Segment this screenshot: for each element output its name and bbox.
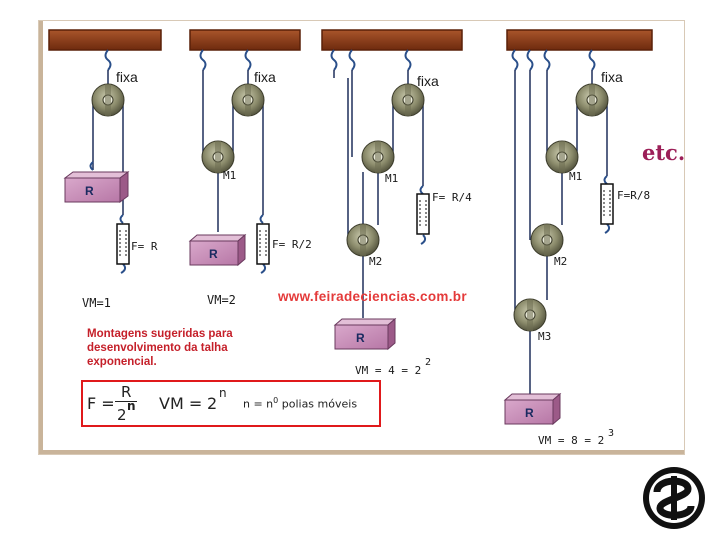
load-4-label: R bbox=[525, 406, 534, 420]
beam-2 bbox=[189, 29, 301, 51]
fixed-label-1: fixa bbox=[116, 69, 138, 85]
dynamometer-2 bbox=[256, 223, 270, 265]
load-1: R bbox=[63, 171, 130, 203]
dynamometer-3 bbox=[416, 193, 430, 235]
fixed-pulley-4 bbox=[575, 83, 609, 117]
n-definition-rest: polias móveis bbox=[278, 397, 358, 411]
formula-denominator-exp: n bbox=[127, 399, 136, 413]
formula-denominator-base: 2 bbox=[117, 406, 127, 424]
movable-pulley-4c bbox=[513, 298, 547, 332]
beam-1 bbox=[48, 29, 162, 51]
movable-pulley-4a bbox=[545, 140, 579, 174]
pulley-labels: fixa fixa fixa fixa M1 M1 M1 M2 M2 M3 F=… bbox=[82, 69, 650, 447]
formula-numerator: R bbox=[121, 383, 132, 401]
load-1-label: R bbox=[85, 184, 94, 198]
m1-label-3: M1 bbox=[385, 172, 398, 185]
site-url: www.feiradeciencias.com.br bbox=[278, 289, 467, 304]
movable-pulley-3b bbox=[346, 223, 380, 257]
load-2: R bbox=[188, 233, 247, 267]
setup-vm2 bbox=[199, 49, 267, 274]
load-boxes: R R R R bbox=[63, 171, 562, 426]
feira-de-ciencias-logo-icon bbox=[643, 467, 705, 529]
beam-3 bbox=[321, 29, 463, 51]
force-label-2: F= R/2 bbox=[272, 238, 312, 251]
vm4-label: VM = 4 = 2 bbox=[355, 364, 421, 377]
dynamometer-4 bbox=[600, 183, 614, 225]
beam-4 bbox=[506, 29, 653, 51]
formula-f-prefix: F = bbox=[87, 394, 115, 413]
formula-vm-prefix: VM = bbox=[159, 394, 203, 413]
fixed-pulley-1 bbox=[91, 83, 125, 117]
m2-label-3: M2 bbox=[369, 255, 382, 268]
vm1-label: VM=1 bbox=[82, 296, 111, 310]
fixed-pulley-2 bbox=[231, 83, 265, 117]
movable-pulley-4b bbox=[530, 223, 564, 257]
setup-vm8 bbox=[511, 49, 611, 395]
setup-vm4 bbox=[330, 49, 427, 318]
dynamometer-1 bbox=[116, 223, 130, 265]
formula-vm-exp: n bbox=[219, 386, 227, 400]
n-definition-prefix: n = n bbox=[243, 397, 274, 411]
movable-pulley-3a bbox=[361, 140, 395, 174]
formula-vm-base: 2 bbox=[207, 394, 218, 413]
m2-label-4: M2 bbox=[554, 255, 567, 268]
fraction-bar bbox=[115, 401, 137, 402]
description-line-2: desenvolvimento da talha bbox=[87, 342, 228, 354]
force-label-1: F= R bbox=[131, 240, 158, 253]
n-definition: n = n0 polias móveis bbox=[243, 396, 357, 411]
fixed-label-4: fixa bbox=[601, 69, 623, 85]
m1-label-2: M1 bbox=[223, 169, 236, 182]
force-label-3: F= R/4 bbox=[432, 191, 472, 204]
etc-label: etc. bbox=[642, 140, 686, 165]
load-3-label: R bbox=[356, 331, 365, 345]
description-line-3: exponencial. bbox=[87, 356, 157, 368]
load-4: R bbox=[503, 392, 562, 426]
load-2-label: R bbox=[209, 247, 218, 261]
description-text: Montagens sugeridas para desenvolvimento… bbox=[87, 327, 287, 369]
vm4-exponent: 2 bbox=[425, 357, 431, 368]
m1-label-4: M1 bbox=[569, 170, 582, 183]
load-3: R bbox=[333, 317, 397, 351]
formula-box: F = R 2 n VM = 2 n n = n0 polias móveis bbox=[81, 380, 381, 427]
n-definition-sup: 0 bbox=[273, 396, 279, 405]
ceiling-beams bbox=[48, 29, 653, 51]
vm2-label: VM=2 bbox=[207, 293, 236, 307]
fixed-label-3: fixa bbox=[417, 73, 439, 89]
m3-label-4: M3 bbox=[538, 330, 551, 343]
force-label-4: F=R/8 bbox=[617, 189, 650, 202]
fixed-label-2: fixa bbox=[254, 69, 276, 85]
description-line-1: Montagens sugeridas para bbox=[87, 328, 233, 340]
vm8-exponent: 3 bbox=[608, 428, 614, 439]
vm8-label: VM = 8 = 2 bbox=[538, 434, 604, 447]
